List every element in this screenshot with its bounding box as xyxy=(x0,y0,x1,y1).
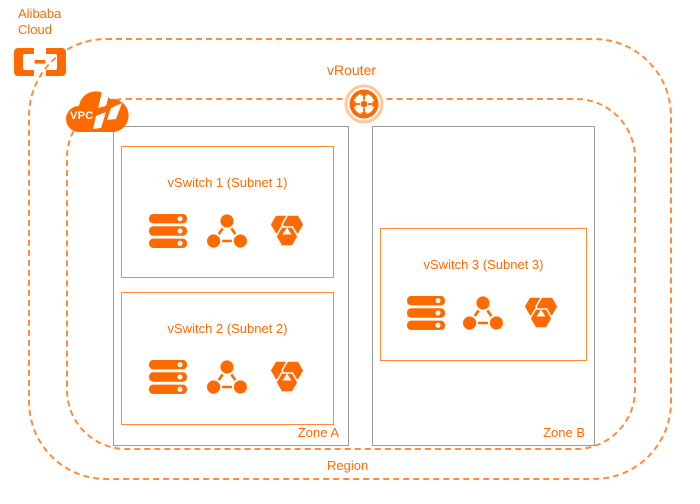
network-nodes-icon xyxy=(205,356,250,398)
alibaba-cloud-logo-icon xyxy=(14,44,66,80)
hexagon-cluster-icon xyxy=(265,210,309,252)
vswitch-2-title: vSwitch 2 (Subnet 2) xyxy=(167,321,288,336)
region-label: Region xyxy=(322,458,374,474)
brand-name: Alibaba Cloud xyxy=(18,6,62,37)
vswitch-3-resources xyxy=(381,292,586,334)
hexagon-cluster-icon xyxy=(265,356,309,398)
network-nodes-icon xyxy=(461,292,506,334)
vswitch-2-resources xyxy=(122,356,333,398)
vswitch-1-title: vSwitch 1 (Subnet 1) xyxy=(167,175,288,190)
vswitch-3-title: vSwitch 3 (Subnet 3) xyxy=(423,257,544,272)
zone-a-label: Zone A xyxy=(297,425,339,440)
server-stack-icon xyxy=(404,292,448,334)
vswitch-2-box: vSwitch 2 (Subnet 2) xyxy=(121,292,334,425)
vpc-label: VPC xyxy=(70,110,94,122)
server-stack-icon xyxy=(146,356,190,398)
vrouter-four-way-arrow-icon xyxy=(344,84,384,124)
zone-b-label: Zone B xyxy=(543,425,585,440)
server-stack-icon xyxy=(146,210,190,252)
region-boundary xyxy=(28,38,672,480)
hexagon-cluster-icon xyxy=(519,292,563,334)
network-nodes-icon xyxy=(205,210,250,252)
vswitch-1-box: vSwitch 1 (Subnet 1) xyxy=(121,146,334,278)
vswitch-1-resources xyxy=(122,210,333,252)
vrouter-label: vRouter xyxy=(327,62,377,78)
vpc-cloud-icon: VPC xyxy=(62,86,130,138)
vswitch-3-box: vSwitch 3 (Subnet 3) xyxy=(380,228,587,361)
